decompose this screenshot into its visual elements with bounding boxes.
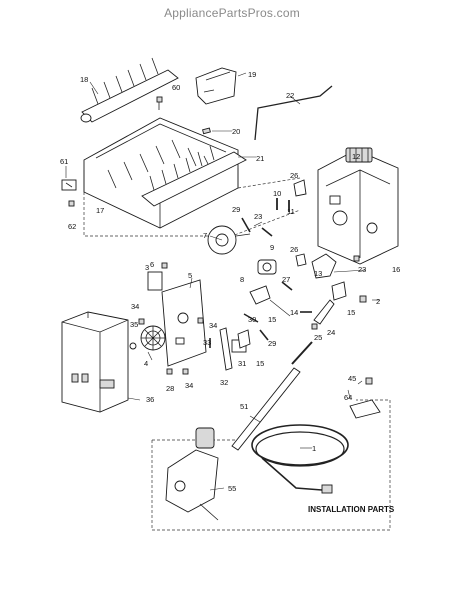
callout-34a: 34: [131, 302, 139, 311]
callout-26a: 26: [290, 171, 298, 180]
installation-parts-title: INSTALLATION PARTS: [308, 505, 395, 514]
motor-7: [207, 225, 251, 255]
bracket-15-right: [331, 281, 347, 301]
mounting-plate-5: [161, 279, 207, 367]
callout-64: 64: [344, 393, 352, 402]
screw-20: [202, 127, 211, 135]
callout-23b: 23: [358, 265, 366, 274]
callout-10: 10: [273, 189, 281, 198]
callout-29b: 29: [268, 339, 276, 348]
callout-17: 17: [96, 206, 104, 215]
callout-30: 30: [248, 315, 256, 324]
screw-6: [161, 262, 168, 269]
screw-27: [281, 281, 293, 291]
site-watermark: AppliancePartsPros.com: [164, 6, 300, 20]
callout-12: 12: [352, 152, 360, 161]
ice-ejector-comb: [80, 57, 179, 123]
callout-62: 62: [68, 222, 76, 231]
callout-25: 25: [314, 333, 322, 342]
callout-labels: 1 2 3 4 5 6 7 8 9 10 11 12 13 14 15 15 1…: [60, 70, 400, 493]
callout-5: 5: [188, 271, 192, 280]
water-valve-switch-13: [311, 253, 337, 279]
callout-15a: 15: [347, 308, 355, 317]
screw-34-bottom: [182, 368, 189, 375]
screw-28: [166, 368, 173, 375]
bracket-26-top: [293, 179, 307, 197]
screw-25: [311, 323, 318, 330]
lever-24: [313, 299, 335, 325]
callout-15c: 15: [256, 359, 264, 368]
callout-11: 11: [287, 207, 295, 216]
screw-34-left: [138, 318, 145, 325]
callout-55: 55: [228, 484, 236, 493]
callout-16: 16: [392, 265, 400, 274]
callout-20: 20: [232, 127, 240, 136]
screw-2: [359, 295, 367, 303]
callout-33: 33: [203, 338, 211, 347]
callout-15b: 15: [268, 315, 276, 324]
switch-8: [249, 285, 271, 305]
callout-34c: 34: [185, 381, 193, 390]
water-valve-55: [165, 427, 219, 521]
callout-4: 4: [144, 359, 148, 368]
callout-35: 35: [130, 320, 138, 329]
leader-lines: [65, 72, 380, 491]
callout-51: 51: [240, 402, 248, 411]
callout-7: 7: [203, 231, 207, 240]
callout-36: 36: [146, 395, 154, 404]
screw-45: [365, 377, 373, 385]
bracket-26-mid: [295, 253, 307, 267]
callout-18: 18: [80, 75, 88, 84]
front-cover-36: [61, 311, 129, 413]
screw-34-right: [197, 317, 204, 324]
callout-45: 45: [348, 374, 356, 383]
callout-1: 1: [312, 444, 316, 453]
callout-28: 28: [166, 384, 174, 393]
callout-34b: 34: [209, 321, 217, 330]
screw-62: [68, 200, 75, 207]
fill-switch-9: [257, 259, 277, 275]
water-line-1: [251, 424, 349, 494]
callout-24: 24: [327, 328, 335, 337]
callout-13: 13: [314, 269, 322, 278]
callout-61: 61: [60, 157, 68, 166]
callout-32: 32: [220, 378, 228, 387]
callout-31: 31: [238, 359, 246, 368]
callout-9: 9: [270, 243, 274, 252]
screw-29-lower: [259, 329, 269, 341]
screw-23-right: [353, 255, 360, 262]
screw-35: [129, 342, 137, 350]
mold-heater-cover-19: [195, 67, 237, 105]
callout-19: 19: [248, 70, 256, 79]
clamp-64: [349, 399, 381, 419]
insulation-3: [147, 271, 163, 291]
ice-stripper-21: [141, 145, 247, 207]
clip-32: [219, 327, 233, 371]
gear-4: [140, 325, 166, 351]
callout-22: 22: [286, 91, 294, 100]
callout-6: 6: [150, 260, 154, 269]
callout-60: 60: [172, 83, 180, 92]
water-fill-tube-51: [231, 341, 313, 451]
callout-27: 27: [282, 275, 290, 284]
thermostat-12: [345, 147, 373, 163]
screw-29-upper: [241, 217, 251, 233]
callout-26b: 26: [290, 245, 298, 254]
support-bracket-61: [61, 179, 77, 191]
screw-23-upper: [261, 227, 273, 237]
callout-23a: 23: [254, 212, 262, 221]
module-housing-16: [317, 149, 399, 265]
shutoff-arm-22: [254, 85, 333, 141]
clip-30: [243, 313, 259, 323]
callout-29a: 29: [232, 205, 240, 214]
callout-14: 14: [290, 308, 298, 317]
screw-60: [156, 96, 163, 110]
callout-2: 2: [376, 297, 380, 306]
callout-8: 8: [240, 275, 244, 284]
callout-21: 21: [256, 154, 264, 163]
callout-3: 3: [145, 263, 149, 272]
bracket-15-center: [237, 329, 251, 349]
